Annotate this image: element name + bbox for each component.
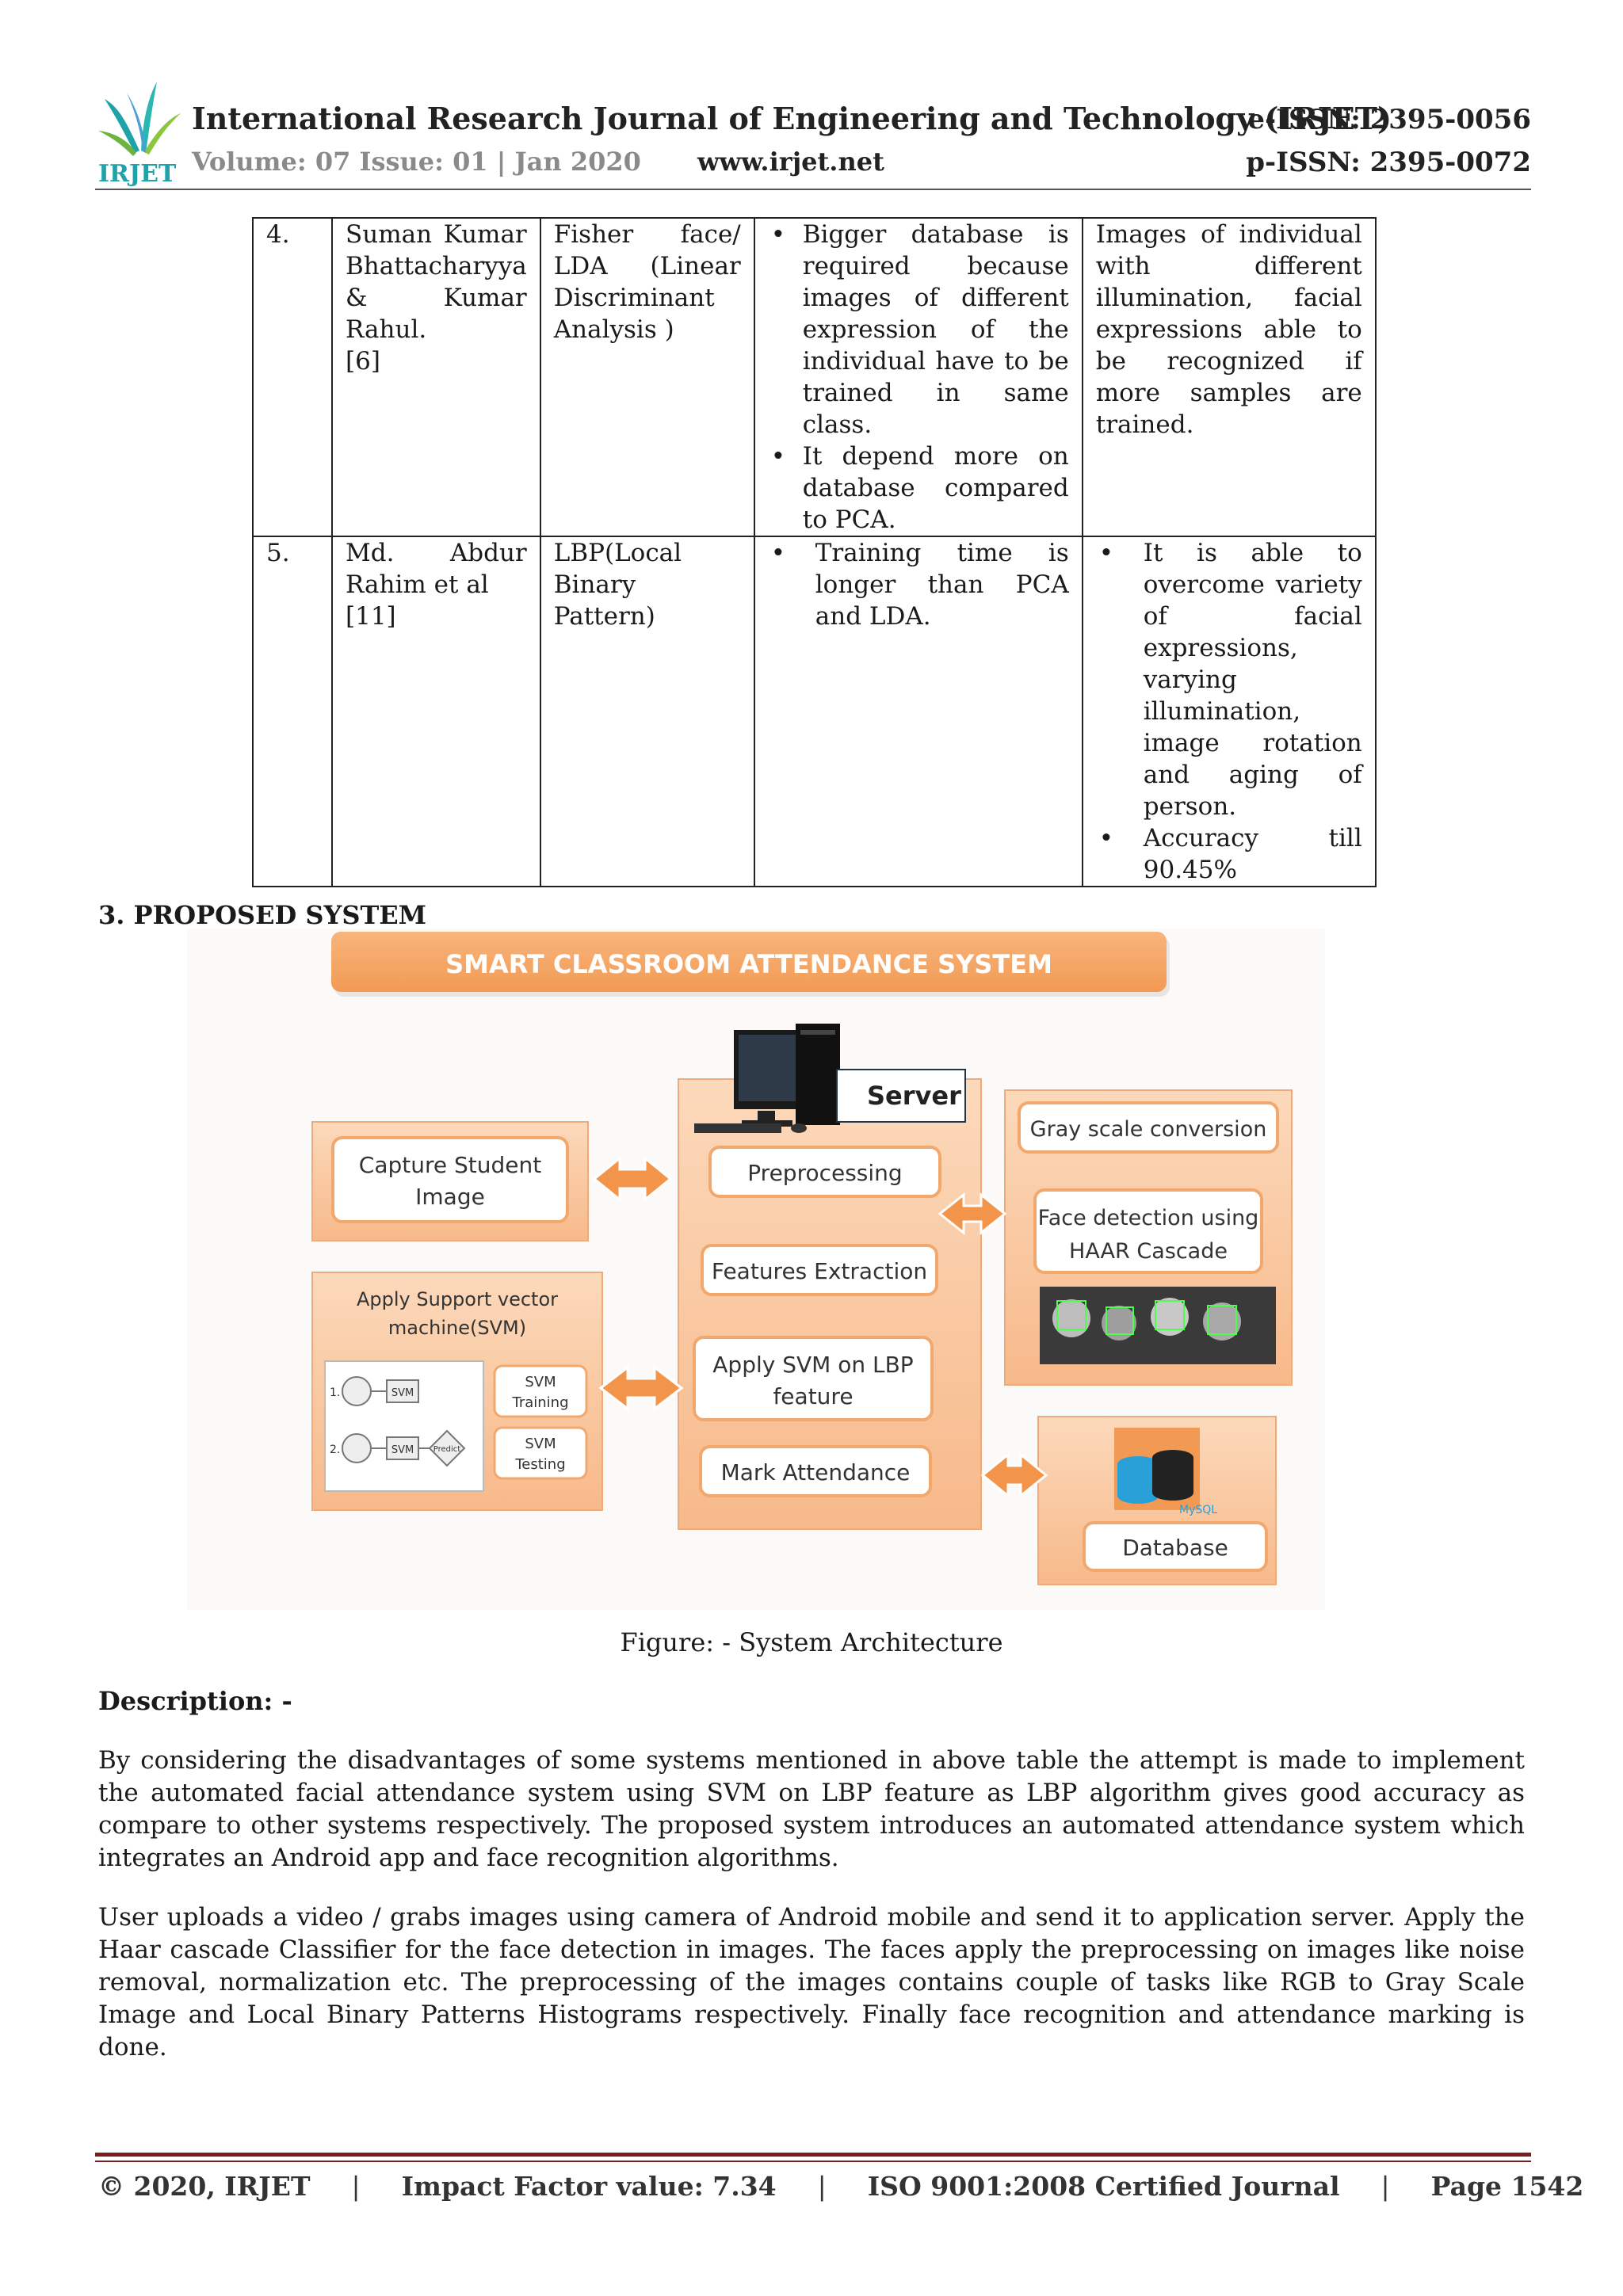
- authors-cell: Md. Abdur Rahim et al [11]: [332, 536, 540, 887]
- capture-student-panel: Capture Student Image: [312, 1122, 588, 1241]
- section-heading: 3. PROPOSED SYSTEM: [98, 900, 426, 930]
- list-item: It is able to overcome variety of facial…: [1096, 537, 1362, 822]
- server-panel: Server Preprocessing Features Extraction…: [678, 1024, 981, 1529]
- svg-text:feature: feature: [773, 1383, 853, 1409]
- svg-text:Mark Attendance: Mark Attendance: [721, 1459, 911, 1486]
- svg-text:Image: Image: [415, 1184, 485, 1210]
- disadvantages-cell: Bigger database is required because imag…: [754, 218, 1083, 536]
- paragraph: By considering the disadvantages of some…: [98, 1745, 1525, 1875]
- disadvantages-cell: Training time is longer than PCA and LDA…: [754, 536, 1083, 887]
- e-issn: e-ISSN: 2395-0056: [1247, 104, 1531, 135]
- svm-panel: Apply Support vector machine(SVM) 1. 2. …: [312, 1272, 602, 1510]
- footer-separator: |: [352, 2171, 361, 2202]
- arrow-server-database: [983, 1455, 1046, 1496]
- apply-svm-box: Apply SVM on LBP feature: [694, 1337, 932, 1420]
- preprocessing-box: Preprocessing: [710, 1147, 940, 1196]
- banner: SMART CLASSROOM ATTENDANCE SYSTEM: [331, 932, 1170, 997]
- cloud-icon: [342, 1434, 371, 1463]
- list-item: Bigger database is required because imag…: [768, 219, 1069, 441]
- arrow-capture-server: [594, 1158, 670, 1199]
- svg-text:1.: 1.: [330, 1386, 340, 1399]
- advantages-cell: It is able to overcome variety of facial…: [1083, 536, 1376, 887]
- arrow-svm-server: [601, 1367, 682, 1409]
- impact-factor: Impact Factor value: 7.34: [402, 2171, 777, 2202]
- p-issn: p-ISSN: 2395-0072: [1246, 147, 1531, 178]
- footer-rule: [95, 2161, 1531, 2162]
- features-extraction-box: Features Extraction: [702, 1245, 937, 1295]
- authors-cell: Suman Kumar Bhattacharyya & Kumar Rahul.…: [332, 218, 540, 536]
- svg-text:SVM: SVM: [525, 1436, 556, 1452]
- list-item: It depend more on database compared to P…: [768, 441, 1069, 536]
- volume-issue: Volume: 07 Issue: 01 | Jan 2020: [192, 147, 641, 177]
- authors: Suman Kumar Bhattacharyya & Kumar Rahul.: [346, 219, 527, 345]
- svg-text:Training: Training: [511, 1394, 568, 1411]
- footer-separator: |: [818, 2171, 827, 2202]
- advantages-cell: Images of individual with different illu…: [1083, 218, 1376, 536]
- svg-text:Capture Student: Capture Student: [359, 1152, 541, 1178]
- page-header: IRJET International Research Journal of …: [95, 75, 1531, 186]
- svg-text:MySQL: MySQL: [1179, 1504, 1217, 1516]
- svg-text:Preprocessing: Preprocessing: [747, 1160, 902, 1186]
- architecture-diagram: SMART CLASSROOM ATTENDANCE SYSTEM Server…: [187, 929, 1325, 1610]
- system-architecture-figure: SMART CLASSROOM ATTENDANCE SYSTEM Server…: [187, 929, 1325, 1610]
- mark-attendance-box: Mark Attendance: [701, 1447, 930, 1496]
- row-number: 5.: [253, 536, 332, 887]
- server-label: Server: [867, 1081, 961, 1111]
- comparison-table: 4. Suman Kumar Bhattacharyya & Kumar Rah…: [252, 217, 1377, 887]
- svg-text:Features Extraction: Features Extraction: [712, 1258, 927, 1284]
- website-link[interactable]: www.irjet.net: [697, 147, 884, 177]
- svg-text:2.: 2.: [330, 1444, 340, 1456]
- copyright: © 2020, IRJET: [98, 2171, 311, 2202]
- list-item: Accuracy till 90.45%: [1096, 822, 1362, 886]
- list-item: Training time is longer than PCA and LDA…: [768, 537, 1069, 632]
- figure-caption: Figure: - System Architecture: [0, 1627, 1623, 1657]
- cloud-icon: [342, 1377, 371, 1405]
- logo-text: IRJET: [98, 160, 177, 186]
- page-number: Page 1542: [1431, 2171, 1584, 2202]
- description-heading: Description: -: [98, 1686, 292, 1716]
- database-panel: MySQL Database: [1038, 1417, 1276, 1585]
- svg-text:Apply SVM on LBP: Apply SVM on LBP: [712, 1352, 913, 1378]
- journal-title: International Research Journal of Engine…: [192, 101, 1392, 136]
- footer-separator: |: [1381, 2171, 1390, 2202]
- method-cell: Fisher face/ LDA (Linear Discriminant An…: [540, 218, 754, 536]
- table-row: 4. Suman Kumar Bhattacharyya & Kumar Rah…: [253, 218, 1376, 536]
- reference: [6]: [346, 345, 527, 377]
- svg-text:SVM: SVM: [391, 1387, 414, 1399]
- paragraph: User uploads a video / grabs images usin…: [98, 1901, 1525, 2064]
- database-icon: [1117, 1450, 1193, 1504]
- page-footer: © 2020, IRJET | Impact Factor value: 7.34 |…: [98, 2171, 1583, 2202]
- svg-text:Database: Database: [1122, 1535, 1228, 1561]
- footer-rule: [95, 2153, 1531, 2157]
- svg-text:SVM: SVM: [525, 1374, 556, 1390]
- svg-text:SVM: SVM: [391, 1444, 414, 1456]
- svg-text:Face detection using: Face detection using: [1038, 1206, 1259, 1230]
- row-number: 4.: [253, 218, 332, 536]
- svg-text:machine(SVM): machine(SVM): [388, 1317, 526, 1339]
- irjet-logo: IRJET: [95, 75, 184, 186]
- iso-certification: ISO 9001:2008 Certified Journal: [868, 2171, 1340, 2202]
- faces-photo: [1040, 1287, 1276, 1364]
- svg-text:Gray scale conversion: Gray scale conversion: [1030, 1117, 1267, 1142]
- svg-text:Apply Support vector: Apply Support vector: [357, 1288, 558, 1310]
- svg-text:HAAR Cascade: HAAR Cascade: [1069, 1239, 1228, 1264]
- authors: Md. Abdur Rahim et al: [346, 537, 527, 601]
- svg-text:Predict: Predict: [433, 1445, 461, 1454]
- table-row: 5. Md. Abdur Rahim et al [11] LBP(Local …: [253, 536, 1376, 887]
- header-rule: [95, 189, 1531, 190]
- svg-text:Testing: Testing: [514, 1456, 565, 1473]
- banner-title: SMART CLASSROOM ATTENDANCE SYSTEM: [445, 949, 1052, 979]
- method-cell: LBP(Local Binary Pattern): [540, 536, 754, 887]
- detection-panel: Gray scale conversion Face detection usi…: [1005, 1090, 1292, 1385]
- reference: [11]: [346, 601, 527, 632]
